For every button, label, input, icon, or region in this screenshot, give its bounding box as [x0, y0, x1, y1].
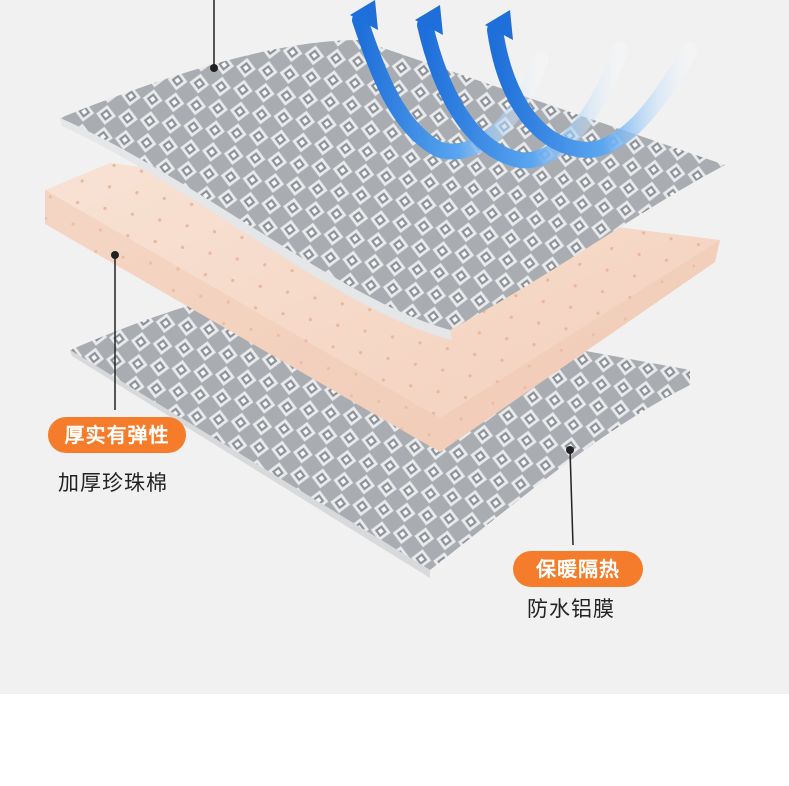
pointer-lines [111, 0, 574, 546]
layer-illustration [45, 0, 725, 578]
foil-layer-caption: 防水铝膜 [527, 597, 615, 621]
heat-reflection-arrows [350, 0, 698, 169]
foam-layer-caption: 加厚珍珠棉 [58, 471, 168, 495]
bottom-white-panel [0, 694, 789, 786]
foil-feature-tag: 保暖隔热 [513, 551, 643, 587]
top-foil-layer [60, 40, 725, 340]
foam-feature-tag: 厚实有弹性 [48, 417, 186, 453]
